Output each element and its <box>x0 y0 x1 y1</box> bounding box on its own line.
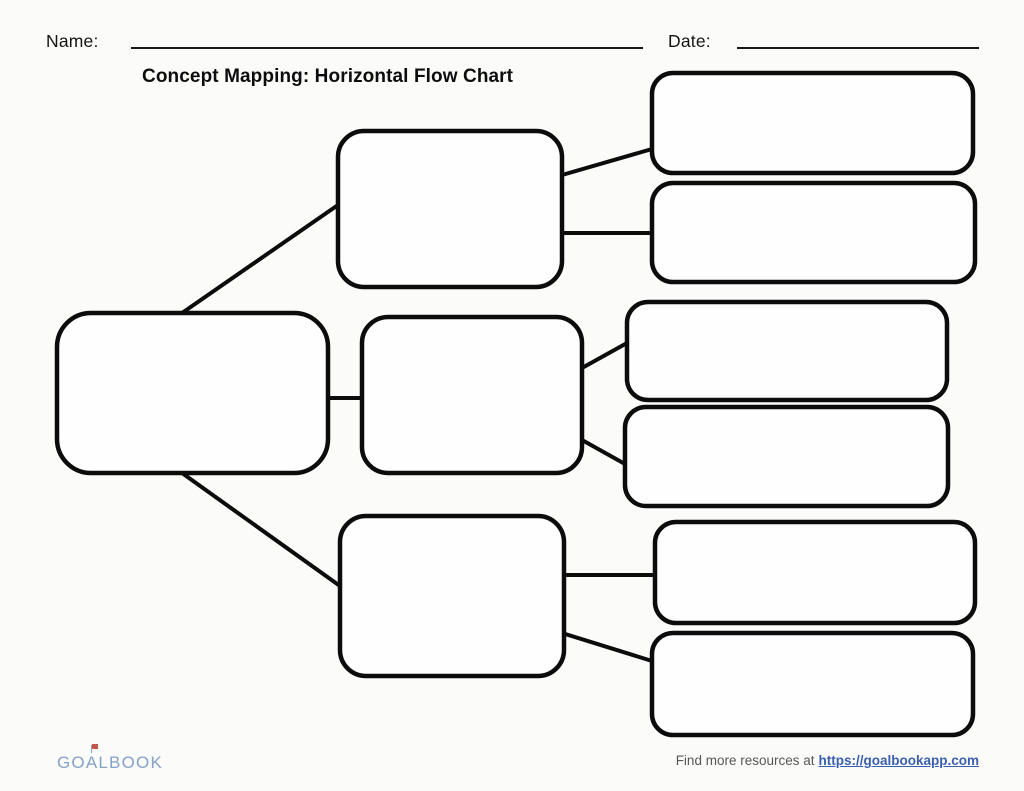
page-title: Concept Mapping: Horizontal Flow Chart <box>142 66 514 87</box>
concept-box-branch-middle[interactable] <box>359 314 585 476</box>
connector-branch-top--leaf-1 <box>560 147 654 177</box>
concept-box-leaf-3[interactable] <box>624 299 950 403</box>
concept-box-branch-bottom[interactable] <box>337 513 567 679</box>
concept-box-leaf-4[interactable] <box>622 404 951 509</box>
flag-icon <box>91 744 98 749</box>
resources-text: Find more resources at <box>675 753 815 768</box>
connector-root--branch-bottom <box>180 471 342 588</box>
concept-box-root[interactable] <box>54 310 331 476</box>
connector-branch-middle--leaf-4 <box>580 438 627 466</box>
connector-root--branch-top <box>180 203 340 315</box>
name-label: Name: <box>46 31 99 51</box>
logo-text-pre: GO <box>57 753 86 772</box>
name-blank-line[interactable] <box>131 47 643 49</box>
concept-box-leaf-6[interactable] <box>649 630 976 738</box>
logo-text-post: LBOOK <box>98 753 163 772</box>
connector-branch-middle--leaf-3 <box>580 341 629 370</box>
date-label: Date: <box>668 31 711 51</box>
date-blank-line[interactable] <box>737 47 979 49</box>
flag-pole <box>90 745 93 753</box>
concept-box-leaf-2[interactable] <box>649 180 978 285</box>
connector-branch-bottom--leaf-6 <box>560 631 654 663</box>
concept-box-leaf-1[interactable] <box>649 70 976 176</box>
resources-link[interactable]: https://goalbookapp.com <box>818 753 980 768</box>
logo-letter-a: A <box>86 744 99 773</box>
concept-box-branch-top[interactable] <box>335 128 565 290</box>
concept-box-leaf-5[interactable] <box>652 519 978 626</box>
